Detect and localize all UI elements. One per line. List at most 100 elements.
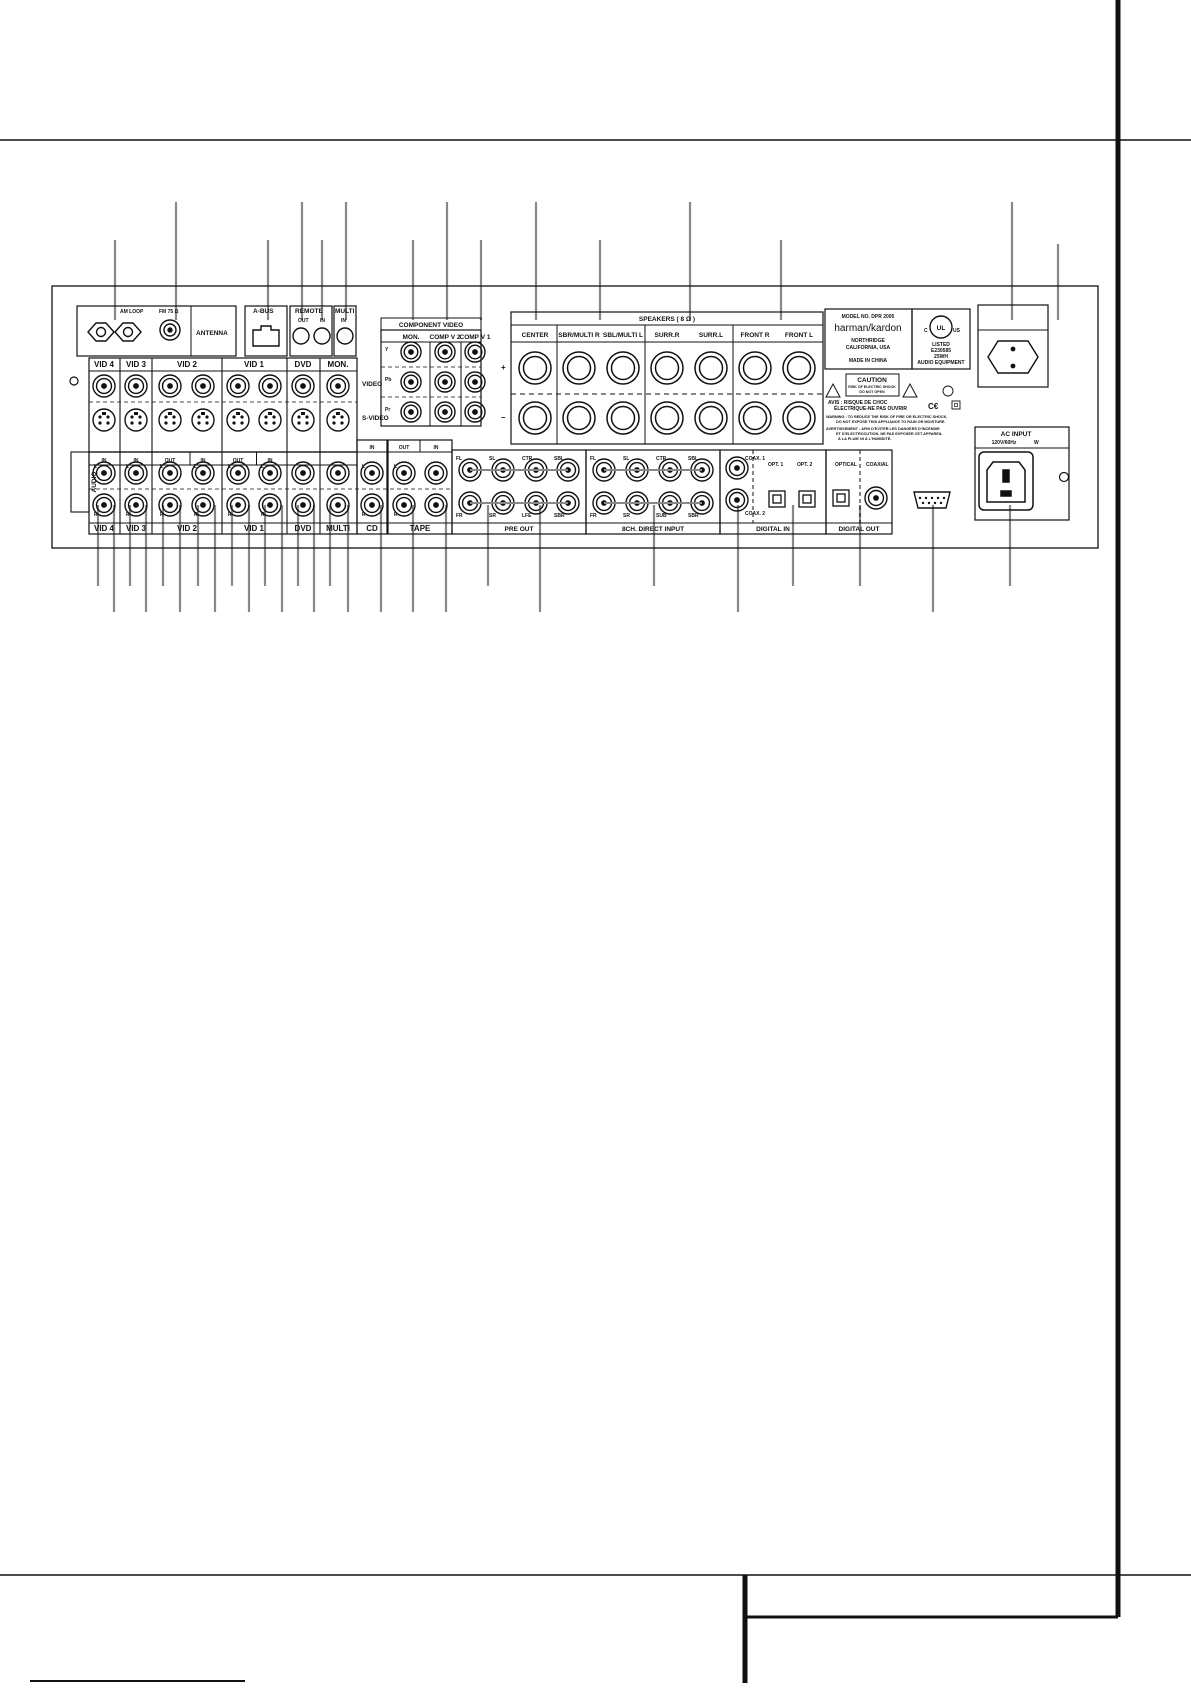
component-video-jack[interactable] <box>400 371 422 393</box>
speaker-binding-post[interactable] <box>562 401 596 435</box>
component-video-jack[interactable] <box>400 341 422 363</box>
speaker-binding-post[interactable] <box>650 351 684 385</box>
remote-label: REMOTE <box>295 308 323 315</box>
am-loop-terminal[interactable] <box>87 322 142 342</box>
speakers-title: SPEAKERS ( 8 Ω ) <box>639 316 695 323</box>
comp-col-v2: COMP V 2 <box>430 334 461 341</box>
composite-video-jack[interactable] <box>191 374 215 398</box>
speaker-binding-post[interactable] <box>738 401 772 435</box>
s-video-jack[interactable] <box>124 408 148 432</box>
speaker-binding-post[interactable] <box>562 351 596 385</box>
digital-out-optical-jack[interactable] <box>832 489 850 507</box>
composite-video-jack[interactable] <box>326 374 350 398</box>
video-jacks <box>92 374 350 432</box>
digital-in-optical-2-jack[interactable] <box>798 490 816 508</box>
audio-right-jack[interactable] <box>392 493 416 517</box>
speaker-label: SBL/MULTI L <box>603 332 643 339</box>
caution-warning2: DO NOT EXPOSE THIS APPLIANCE TO RAIN OR … <box>836 420 946 424</box>
speaker-binding-post[interactable] <box>606 351 640 385</box>
audio-left-jack[interactable] <box>291 461 315 485</box>
digital-in-coax2-label: COAX. 2 <box>745 511 765 517</box>
audio-right-jack[interactable] <box>191 493 215 517</box>
component-video-jack[interactable] <box>434 401 456 423</box>
digital-in-coax1-jack[interactable] <box>725 456 749 480</box>
audio-right-jack[interactable] <box>326 493 350 517</box>
chassis-screw-left <box>69 376 79 386</box>
speaker-binding-post[interactable] <box>782 351 816 385</box>
audio-right-jack[interactable] <box>158 493 182 517</box>
ul-number: E230585 <box>931 348 951 354</box>
remote-in-jack[interactable] <box>313 327 331 345</box>
speaker-label: SURR.R <box>655 332 680 339</box>
audio-right-jack[interactable] <box>92 493 116 517</box>
audio-left-jack[interactable] <box>258 461 282 485</box>
fm-antenna-jack[interactable] <box>159 319 181 341</box>
channel-label: R <box>362 512 366 518</box>
s-video-jack[interactable] <box>291 408 315 432</box>
a-bus-port[interactable] <box>252 325 280 347</box>
speaker-binding-post[interactable] <box>518 401 552 435</box>
comp-row-pr: Pr <box>385 407 390 413</box>
composite-video-jack[interactable] <box>158 374 182 398</box>
speaker-binding-post[interactable] <box>694 401 728 435</box>
channel-label: L <box>394 464 397 470</box>
component-video-jack[interactable] <box>400 401 422 423</box>
speaker-binding-post[interactable] <box>782 401 816 435</box>
audio-right-jack[interactable] <box>258 493 282 517</box>
multi-in-jack[interactable] <box>336 327 354 345</box>
audio-bottom-label: VID 4 <box>94 524 115 533</box>
s-video-jack[interactable] <box>258 408 282 432</box>
component-video-jack[interactable] <box>434 341 456 363</box>
s-video-jack[interactable] <box>191 408 215 432</box>
s-video-jack[interactable] <box>158 408 182 432</box>
component-video-section: COMPONENT VIDEO Y Pb Pr MON. COMP V 2 CO… <box>380 317 491 427</box>
speaker-binding-post[interactable] <box>650 401 684 435</box>
audio-right-jack[interactable] <box>291 493 315 517</box>
audio-left-jack[interactable] <box>124 461 148 485</box>
audio-left-jack[interactable] <box>360 461 384 485</box>
speaker-binding-post[interactable] <box>518 351 552 385</box>
audio-left-jack[interactable] <box>92 461 116 485</box>
audio-left-jack[interactable] <box>191 461 215 485</box>
audio-right-jack[interactable] <box>124 493 148 517</box>
channel-label: SL <box>489 456 495 462</box>
s-video-jack[interactable] <box>92 408 116 432</box>
channel-label: L <box>94 464 97 470</box>
ac-outlet[interactable] <box>977 304 1049 388</box>
callout-lines-top <box>113 202 1060 320</box>
audio-right-jack[interactable] <box>226 493 250 517</box>
remote-out-jack[interactable] <box>292 327 310 345</box>
speaker-binding-post[interactable] <box>606 401 640 435</box>
channel-label: FL <box>590 456 596 462</box>
digital-in-coax2-jack[interactable] <box>725 488 749 512</box>
audio-left-jack[interactable] <box>226 461 250 485</box>
audio-io-label: OUT <box>165 458 176 464</box>
composite-video-jack[interactable] <box>92 374 116 398</box>
rs232-port[interactable] <box>913 491 951 509</box>
speaker-binding-post[interactable] <box>738 351 772 385</box>
composite-video-jack[interactable] <box>258 374 282 398</box>
component-video-jack[interactable] <box>464 341 486 363</box>
component-video-jack[interactable] <box>464 401 486 423</box>
audio-left-jack[interactable] <box>392 461 416 485</box>
audio-left-jack[interactable] <box>158 461 182 485</box>
s-video-jack[interactable] <box>326 408 350 432</box>
digital-out-coaxial-jack[interactable] <box>864 486 888 510</box>
comp-col-v1: COMP V 1 <box>460 334 491 341</box>
s-video-jack[interactable] <box>226 408 250 432</box>
audio-right-jack[interactable] <box>424 493 448 517</box>
composite-video-jack[interactable] <box>124 374 148 398</box>
audio-left-jack[interactable] <box>326 461 350 485</box>
digital-in-optical-1-jack[interactable] <box>768 490 786 508</box>
audio-left-jack[interactable] <box>424 461 448 485</box>
composite-video-jack[interactable] <box>291 374 315 398</box>
composite-video-jack[interactable] <box>226 374 250 398</box>
ac-power-inlet[interactable] <box>978 451 1034 511</box>
audio-right-jack[interactable] <box>360 493 384 517</box>
component-video-jack[interactable] <box>464 371 486 393</box>
speaker-binding-post[interactable] <box>694 351 728 385</box>
component-video-jack[interactable] <box>434 371 456 393</box>
component-video-title: COMPONENT VIDEO <box>399 322 463 329</box>
